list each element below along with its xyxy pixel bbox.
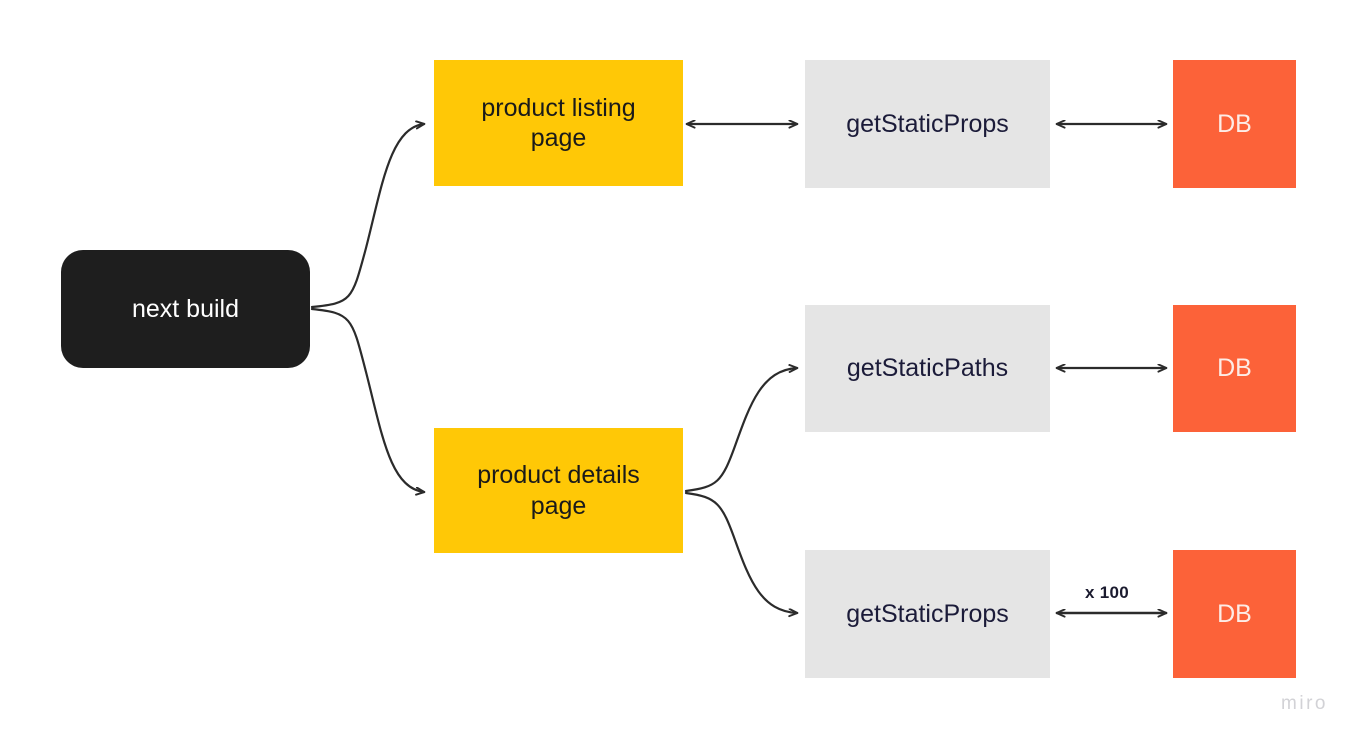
node-db-bottom-label: DB <box>1217 599 1252 628</box>
node-next-build[interactable]: next build <box>61 250 310 368</box>
node-db-middle-label: DB <box>1217 354 1252 383</box>
node-get-static-props-bottom-label: getStaticProps <box>846 599 1009 628</box>
edge-build-to-listing <box>310 124 424 309</box>
node-db-bottom[interactable]: DB <box>1173 550 1296 678</box>
node-next-build-label: next build <box>131 294 240 323</box>
node-db-top[interactable]: DB <box>1173 60 1296 188</box>
edge-label-x100: x 100 <box>1085 583 1130 602</box>
node-product-details-page[interactable]: product details page <box>434 428 683 553</box>
node-product-listing-page-label: product listing page <box>481 93 636 153</box>
edge-details-to-gsp-bottom <box>684 491 797 613</box>
node-product-listing-page[interactable]: product listing page <box>434 60 683 186</box>
node-db-middle[interactable]: DB <box>1173 305 1296 432</box>
miro-watermark: miro <box>1281 693 1328 714</box>
node-get-static-props-bottom[interactable]: getStaticProps <box>805 550 1050 678</box>
node-get-static-paths-label: getStaticPaths <box>846 354 1009 383</box>
node-get-static-props-top[interactable]: getStaticProps <box>805 60 1050 188</box>
node-db-top-label: DB <box>1217 109 1252 138</box>
node-get-static-paths[interactable]: getStaticPaths <box>805 305 1050 432</box>
node-product-details-page-label: product details page <box>477 461 640 520</box>
node-get-static-props-top-label: getStaticProps <box>846 109 1009 138</box>
edge-details-to-gspaths <box>684 368 797 493</box>
edge-build-to-details <box>310 307 424 492</box>
